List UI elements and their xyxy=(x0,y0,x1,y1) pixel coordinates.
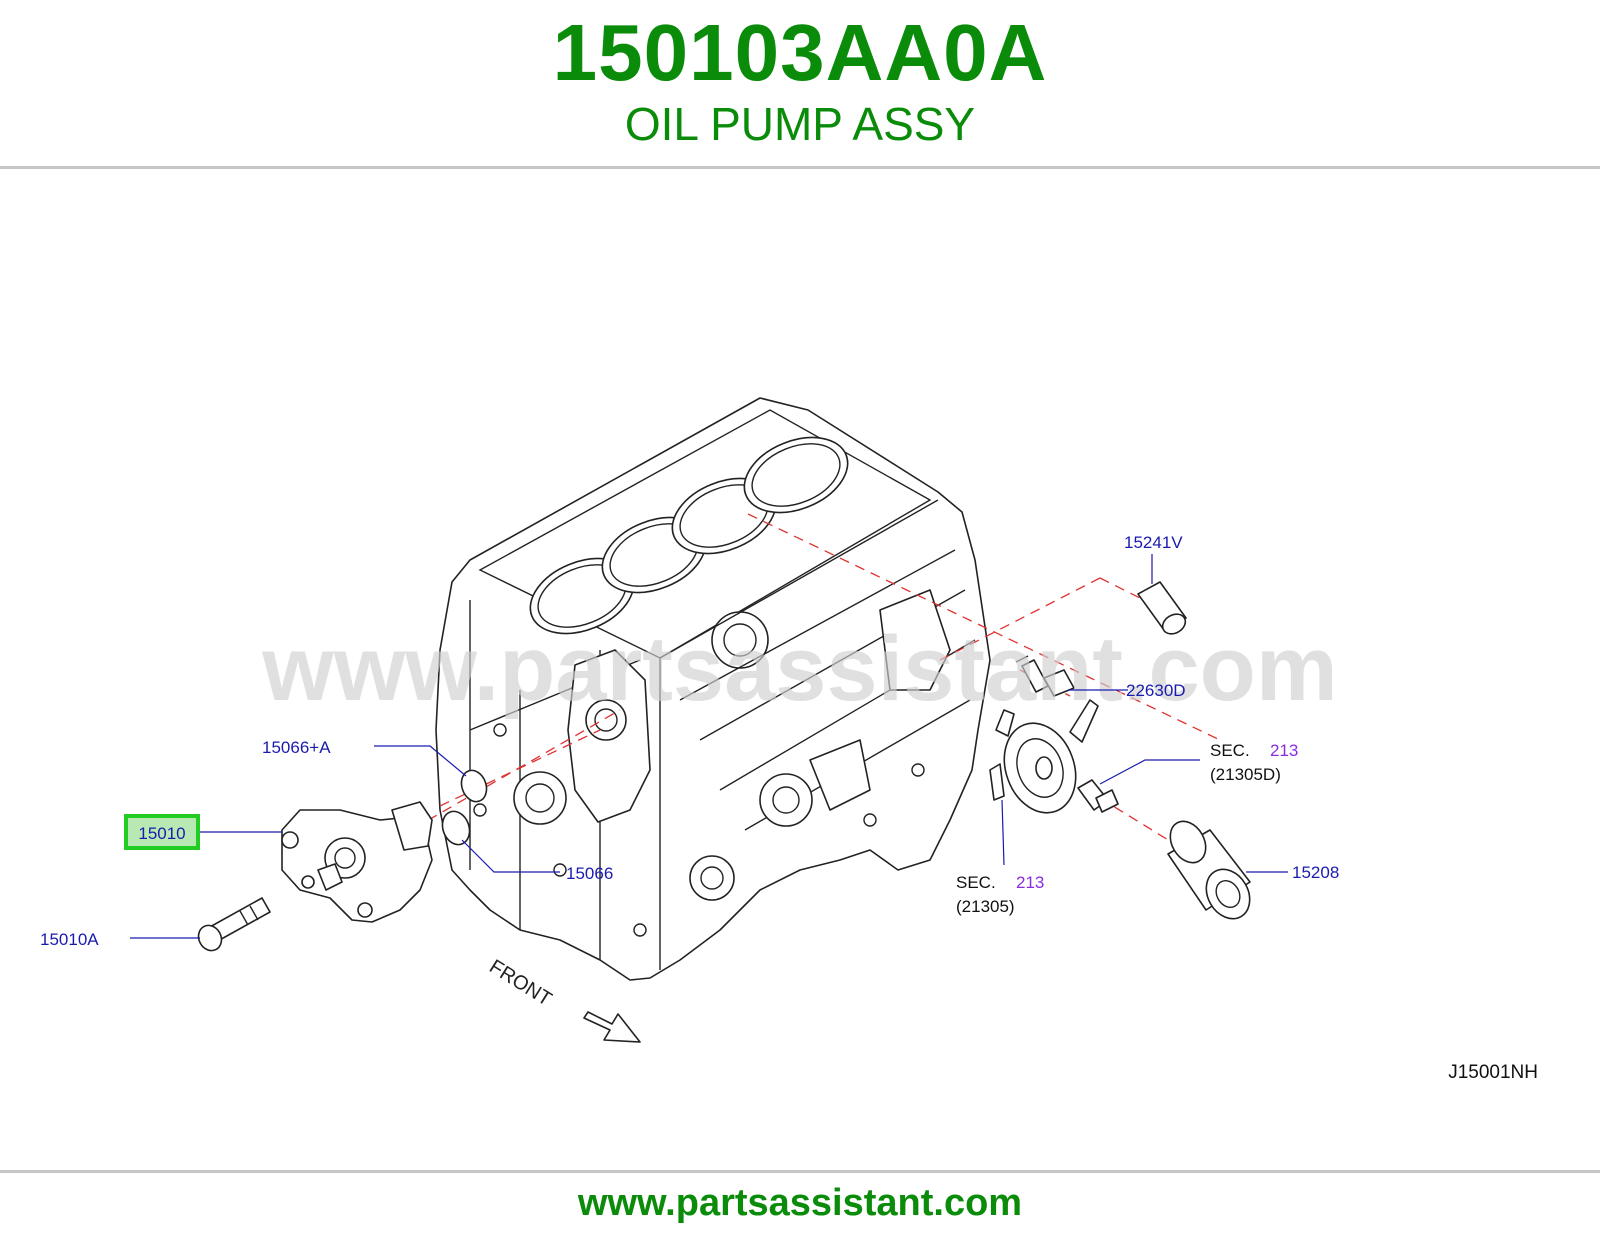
sensor-22630d-drawing xyxy=(1015,655,1075,697)
callout-22630d[interactable]: 22630D xyxy=(1126,681,1186,700)
sec-lower-sub: (21305) xyxy=(956,897,1015,916)
callout-15010-highlight[interactable] xyxy=(124,814,200,850)
top-divider xyxy=(0,166,1600,169)
leader-lines xyxy=(130,554,1288,939)
engine-block-drawing xyxy=(435,397,991,981)
bolt-15010a-drawing xyxy=(197,897,271,952)
plug-15241v-drawing xyxy=(1137,581,1187,635)
bottom-divider xyxy=(0,1170,1600,1173)
sec-lower-number[interactable]: 213 xyxy=(1016,873,1044,892)
sec-lower-prefix: SEC. xyxy=(956,873,996,892)
parts-diagram-svg: www.partsassistant.com 15241V 22630D 150… xyxy=(40,397,1538,1083)
sec-upper-number[interactable]: 213 xyxy=(1270,741,1298,760)
callout-15066a[interactable]: 15066+A xyxy=(262,738,331,757)
watermark-text: www.partsassistant.com xyxy=(261,618,1337,720)
diagram-code: J15001NH xyxy=(1448,1062,1538,1083)
sec-upper-prefix: SEC. xyxy=(1210,741,1250,760)
front-arrow-icon xyxy=(583,1011,641,1043)
callout-15208[interactable]: 15208 xyxy=(1292,863,1339,882)
callout-15010a[interactable]: 15010A xyxy=(40,930,99,949)
o-ring-15066a-drawing xyxy=(460,769,488,803)
connector-21305d-drawing xyxy=(1077,779,1119,813)
oil-pump-drawing xyxy=(281,801,433,923)
callout-15066[interactable]: 15066 xyxy=(566,864,613,883)
oil-filter-drawing xyxy=(1167,820,1251,920)
callout-15241v[interactable]: 15241V xyxy=(1124,533,1183,552)
footer-url[interactable]: www.partsassistant.com xyxy=(577,1182,1023,1224)
part-name-subtitle: OIL PUMP ASSY xyxy=(624,98,976,150)
front-label: FRONT xyxy=(485,956,555,1011)
parts-diagram: www.partsassistant.com 15241V 22630D 150… xyxy=(0,170,1600,1170)
callout-15010[interactable]: 15010 xyxy=(138,824,185,843)
oil-cooler-drawing xyxy=(989,699,1099,814)
part-number-title: 150103AA0A xyxy=(552,8,1048,97)
page-header: 150103AA0A OIL PUMP ASSY xyxy=(0,0,1600,168)
o-ring-15066-drawing xyxy=(441,810,471,846)
sec-upper-sub: (21305D) xyxy=(1210,765,1281,784)
